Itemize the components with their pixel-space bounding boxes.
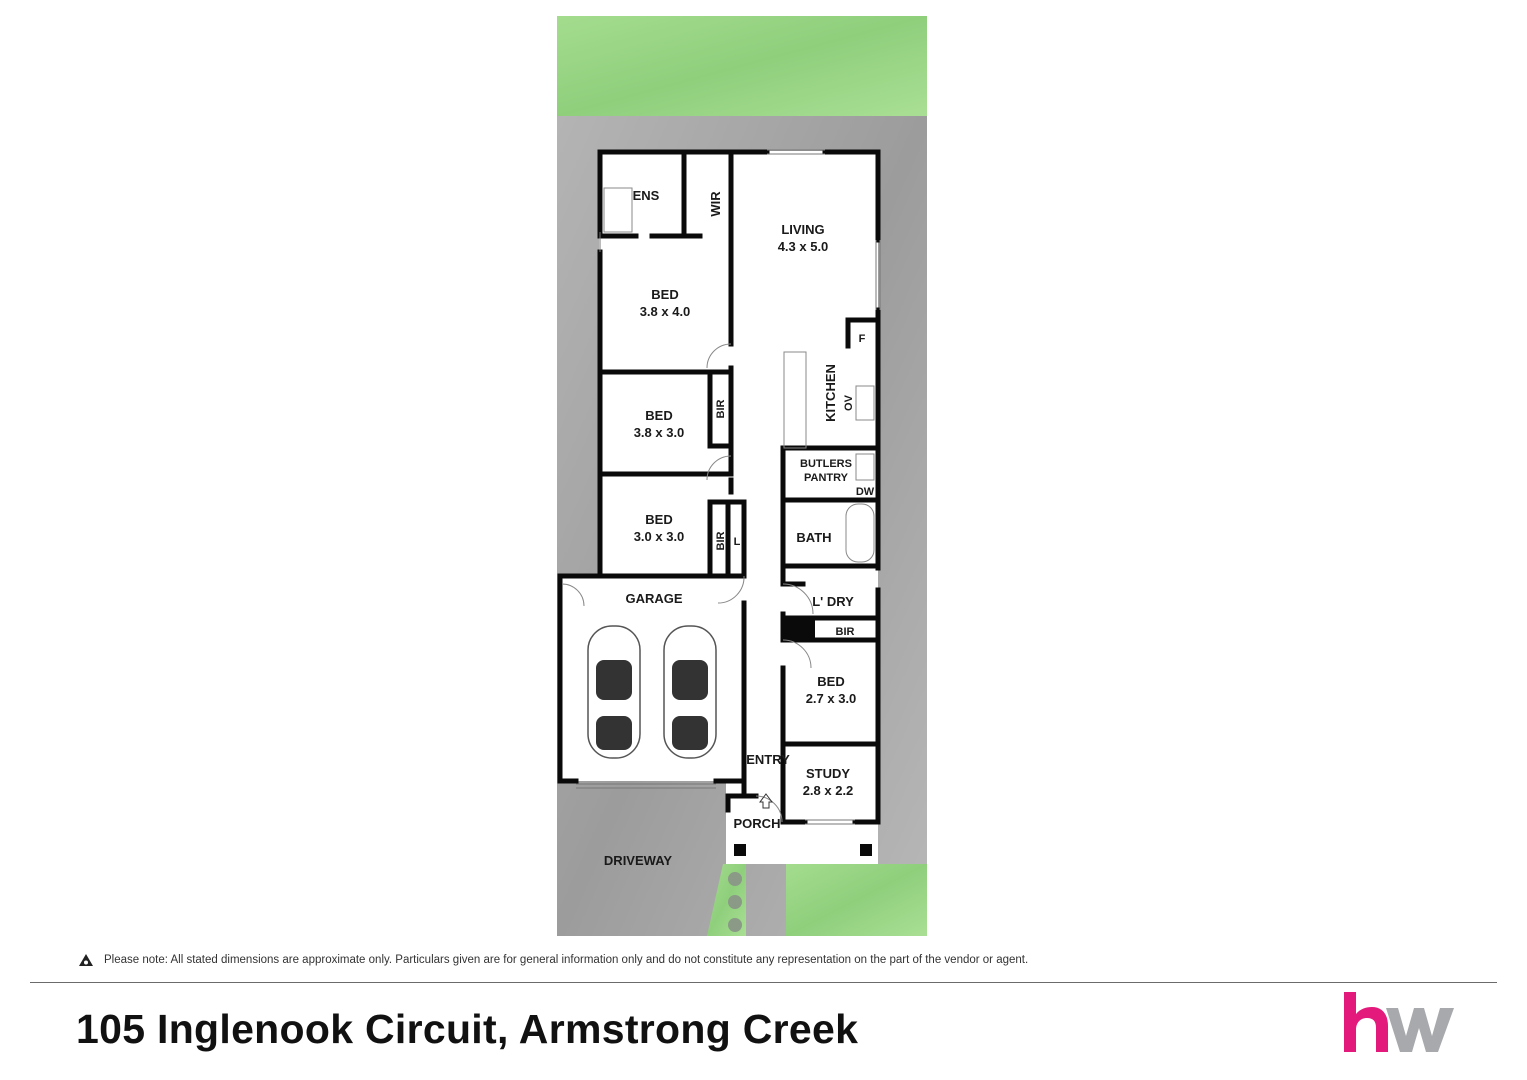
shrub	[728, 918, 742, 932]
room-bed4-label: BED	[817, 674, 844, 689]
room-bath-label: BATH	[796, 530, 831, 545]
room-pantry-label: PANTRY	[804, 472, 849, 484]
room-wir-label: WIR	[708, 191, 723, 217]
room-dw-label: DW	[856, 486, 875, 498]
room-bir1-label: BIR	[715, 399, 727, 418]
property-address: 105 Inglenook Circuit, Armstrong Creek	[76, 1006, 859, 1052]
room-living-label: LIVING	[781, 222, 824, 237]
front-lawn	[786, 864, 927, 936]
room-ens-label: ENS	[633, 188, 660, 203]
room-bir3-label: BIR	[836, 626, 855, 638]
room-kitchen-label: KITCHEN	[823, 364, 838, 422]
room-laundry-label: L' DRY	[812, 594, 854, 609]
triangle-warning-icon	[79, 954, 93, 966]
car-right	[663, 625, 717, 759]
linen-cupboard-block	[783, 620, 815, 640]
room-entry-label: ENTRY	[746, 752, 790, 767]
disclaimer-text: Please note: All stated dimensions are a…	[104, 954, 1029, 966]
shrub	[728, 895, 742, 909]
divider	[30, 982, 1497, 983]
room-fridge-label: F	[859, 333, 866, 345]
sink	[855, 453, 875, 481]
shrub	[728, 872, 742, 886]
room-bed1-dims: 3.8 x 4.0	[640, 304, 691, 319]
room-garage-label: GARAGE	[625, 591, 682, 606]
room-bir2-label: BIR	[715, 531, 727, 550]
room-butlers-label: BUTLERS	[800, 458, 852, 470]
floor-plan: ENS WIR LIVING 4.3 x 5.0 BED 3.8 x 4.0 B…	[557, 16, 927, 936]
driveway-label: DRIVEWAY	[604, 853, 672, 868]
bathtub	[845, 503, 875, 563]
room-bed4-dims: 2.7 x 3.0	[806, 691, 857, 706]
room-linen-label: L	[734, 536, 741, 548]
ensuite-shower	[603, 187, 633, 233]
room-living-dims: 4.3 x 5.0	[778, 239, 829, 254]
back-lawn	[557, 16, 927, 116]
kitchen-island	[783, 351, 807, 449]
cooktop	[855, 385, 875, 421]
porch-post	[860, 844, 872, 856]
door-swings	[561, 343, 814, 823]
room-bed3-label: BED	[645, 512, 672, 527]
room-porch-label: PORCH	[734, 816, 781, 831]
hw-logo	[1344, 992, 1454, 1052]
car-left	[587, 625, 641, 759]
room-study-label: STUDY	[806, 766, 850, 781]
walls	[557, 149, 881, 825]
disclaimer: Please note: All stated dimensions are a…	[78, 953, 1028, 967]
entry-arrow-icon	[759, 793, 773, 809]
porch-post	[734, 844, 746, 856]
room-study-dims: 2.8 x 2.2	[803, 783, 854, 798]
room-bed2-dims: 3.8 x 3.0	[634, 425, 685, 440]
room-bed1-label: BED	[651, 287, 678, 302]
room-oven-label: OV	[843, 394, 855, 411]
room-bed2-label: BED	[645, 408, 672, 423]
room-bed3-dims: 3.0 x 3.0	[634, 529, 685, 544]
windows	[576, 149, 881, 825]
